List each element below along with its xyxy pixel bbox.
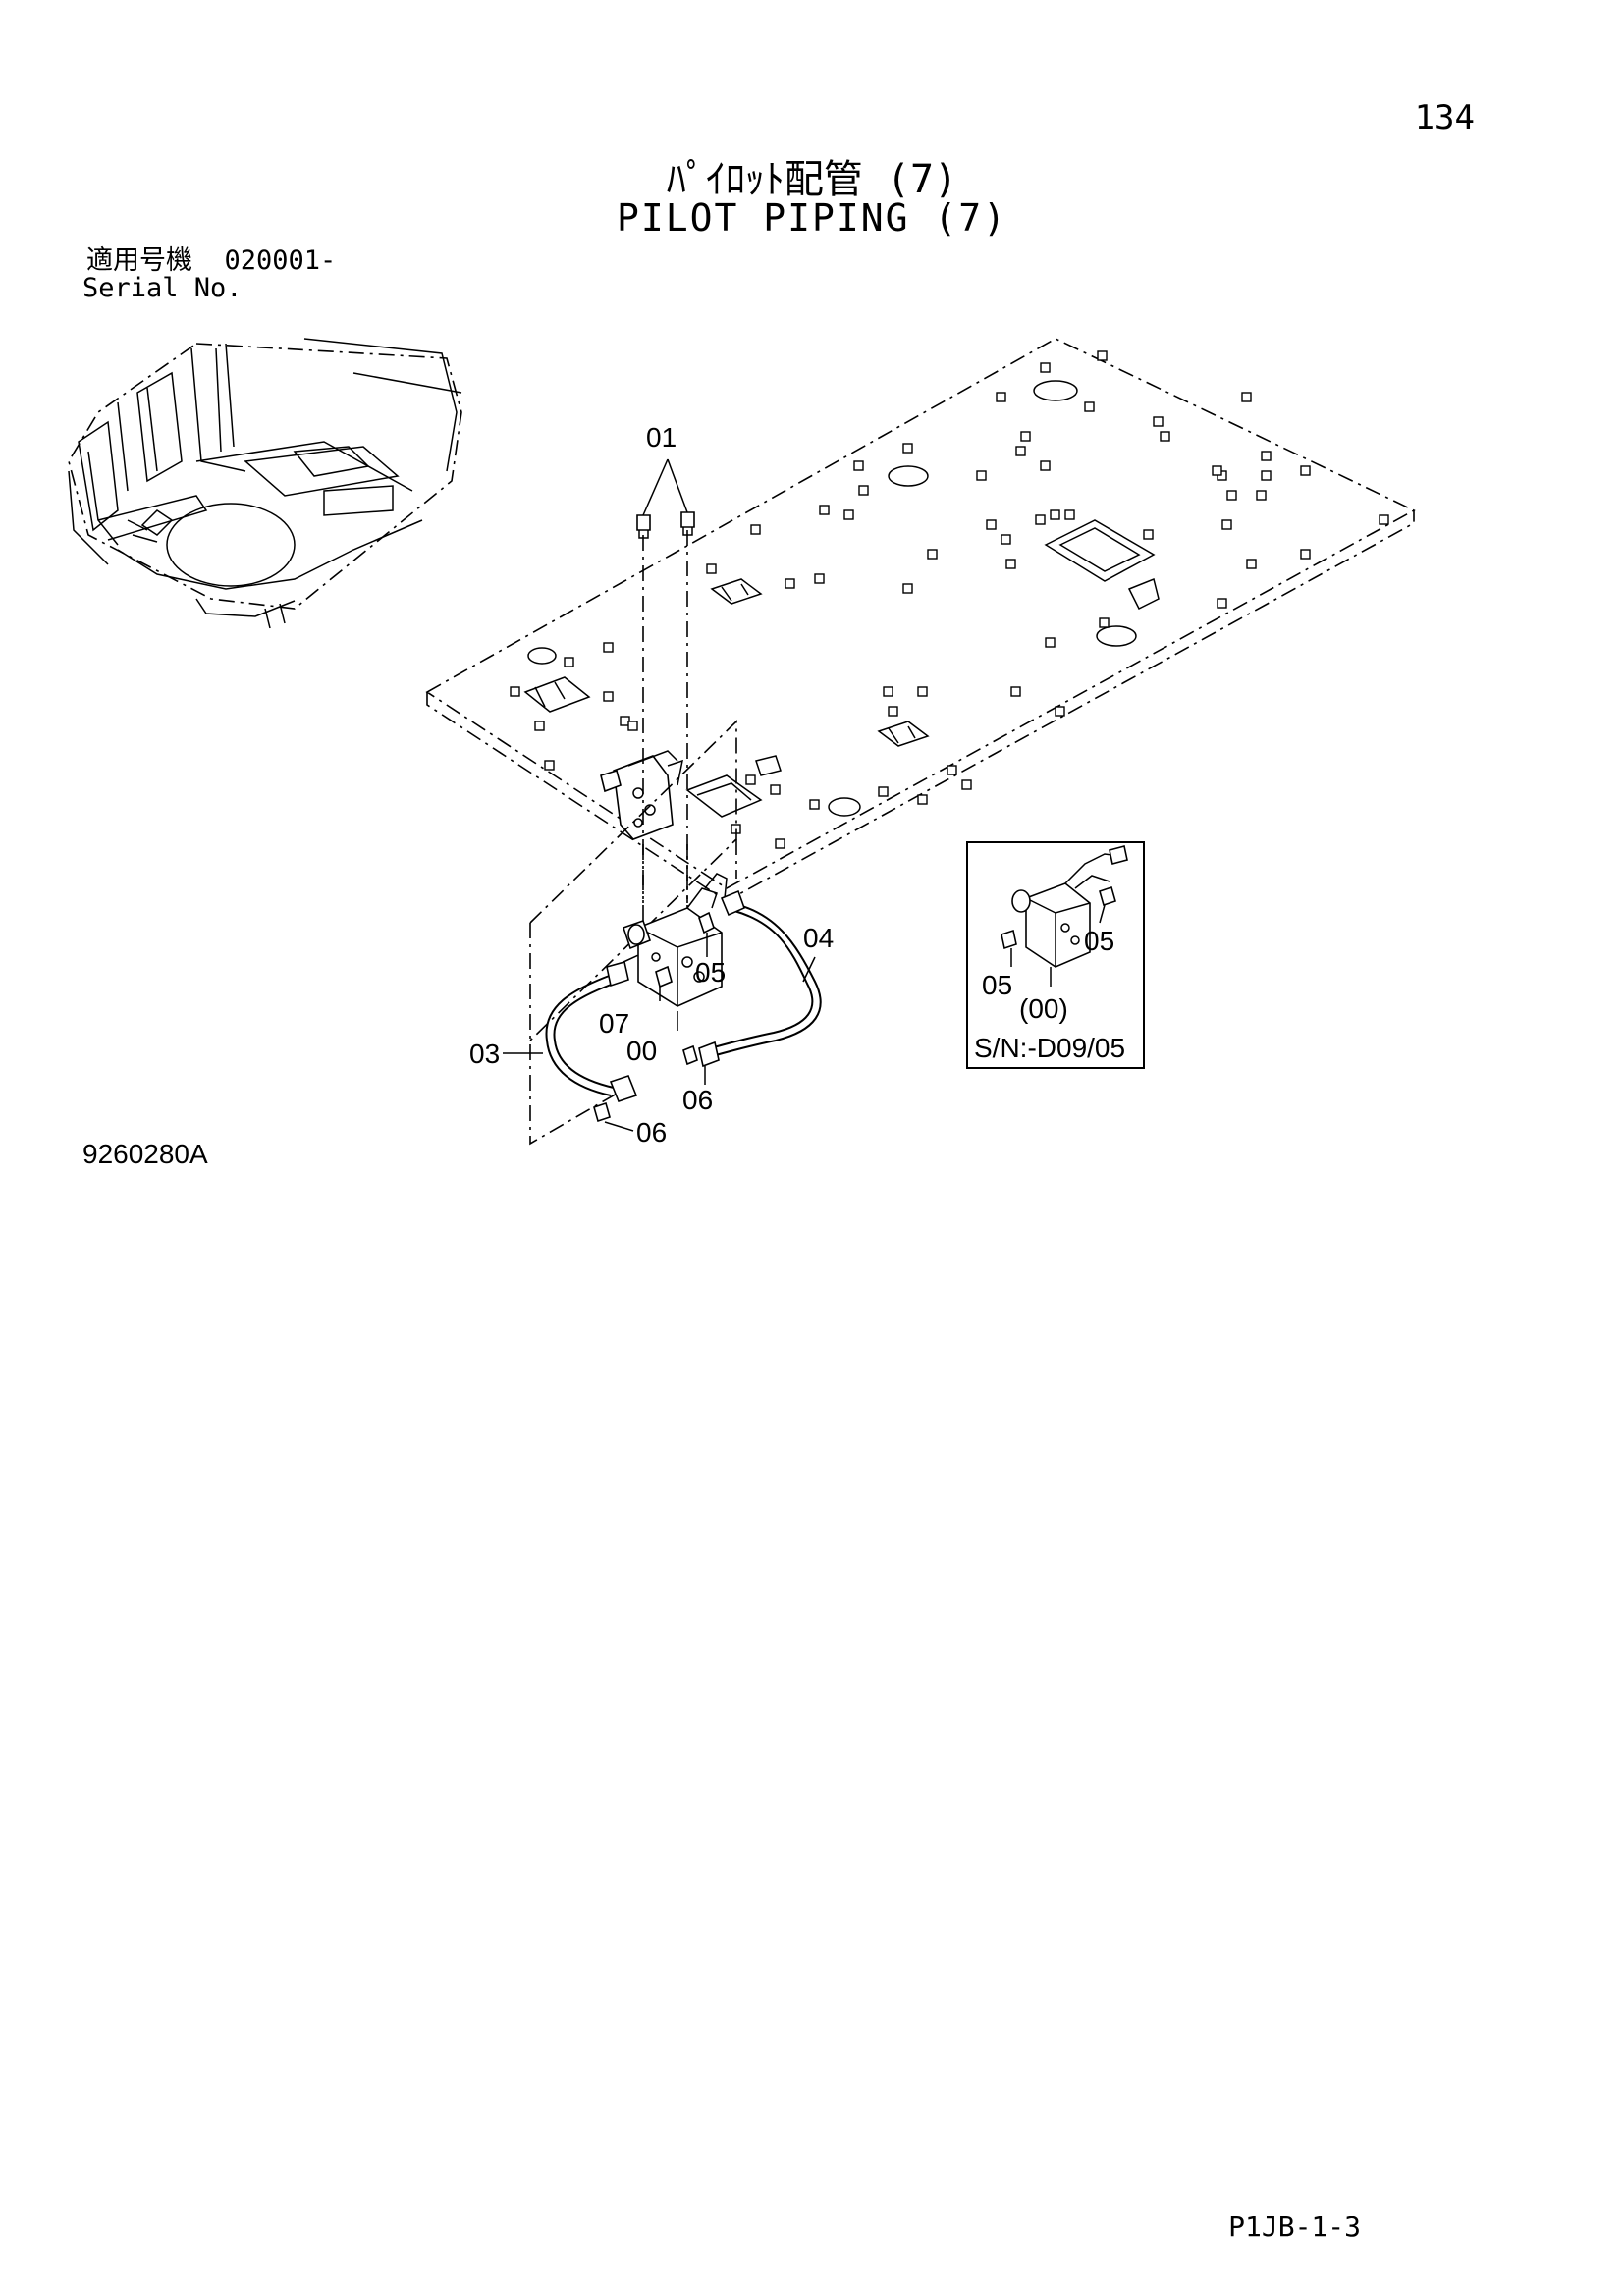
serial-label-japanese: 適用号機 [86, 245, 192, 276]
exploded-parts-diagram: 01 04 05 07 00 03 06 06 05 05 (00) S/N:-… [68, 338, 1416, 1148]
fittings-01 [636, 458, 695, 539]
serial-value: 020001- [224, 245, 337, 276]
adapters [593, 911, 715, 1123]
plate-studs [510, 350, 1389, 849]
serial-label: Serial No. [82, 273, 243, 303]
callout-03: 03 [469, 1039, 500, 1069]
hose-04 [698, 889, 822, 1068]
inset-serial-note: S/N:-D09/05 [974, 1033, 1125, 1063]
machine-locator-thumbnail [68, 338, 462, 629]
valve-assembly-installed [600, 750, 683, 840]
inset-callout-00: (00) [1019, 993, 1068, 1024]
callout-07: 07 [599, 1008, 629, 1039]
inset-callout-05-right: 05 [1084, 926, 1114, 956]
callout-06-right: 06 [682, 1085, 713, 1115]
inset-callout-05-left: 05 [982, 970, 1012, 1000]
inset-variant-box [966, 841, 1145, 1069]
callout-leaders [503, 933, 816, 1132]
page-title-japanese: ﾊﾟｲﾛｯﾄ配管 (7) [666, 157, 958, 202]
page-code: P1JB-1-3 [1228, 2211, 1361, 2243]
page-title: PILOT PIPING (7) [616, 196, 1008, 240]
page-number: 134 [1414, 98, 1475, 137]
drawing-number: 9260280A [82, 1139, 208, 1169]
serial-applicability: 適用号機 020001- Serial No. [82, 245, 337, 302]
floor-plate [425, 338, 1416, 902]
callout-04: 04 [803, 923, 834, 953]
callout-06-left: 06 [636, 1117, 667, 1148]
callout-00: 00 [626, 1036, 657, 1066]
callout-05: 05 [695, 957, 726, 988]
hose-03 [545, 961, 638, 1102]
callout-01: 01 [646, 422, 677, 453]
